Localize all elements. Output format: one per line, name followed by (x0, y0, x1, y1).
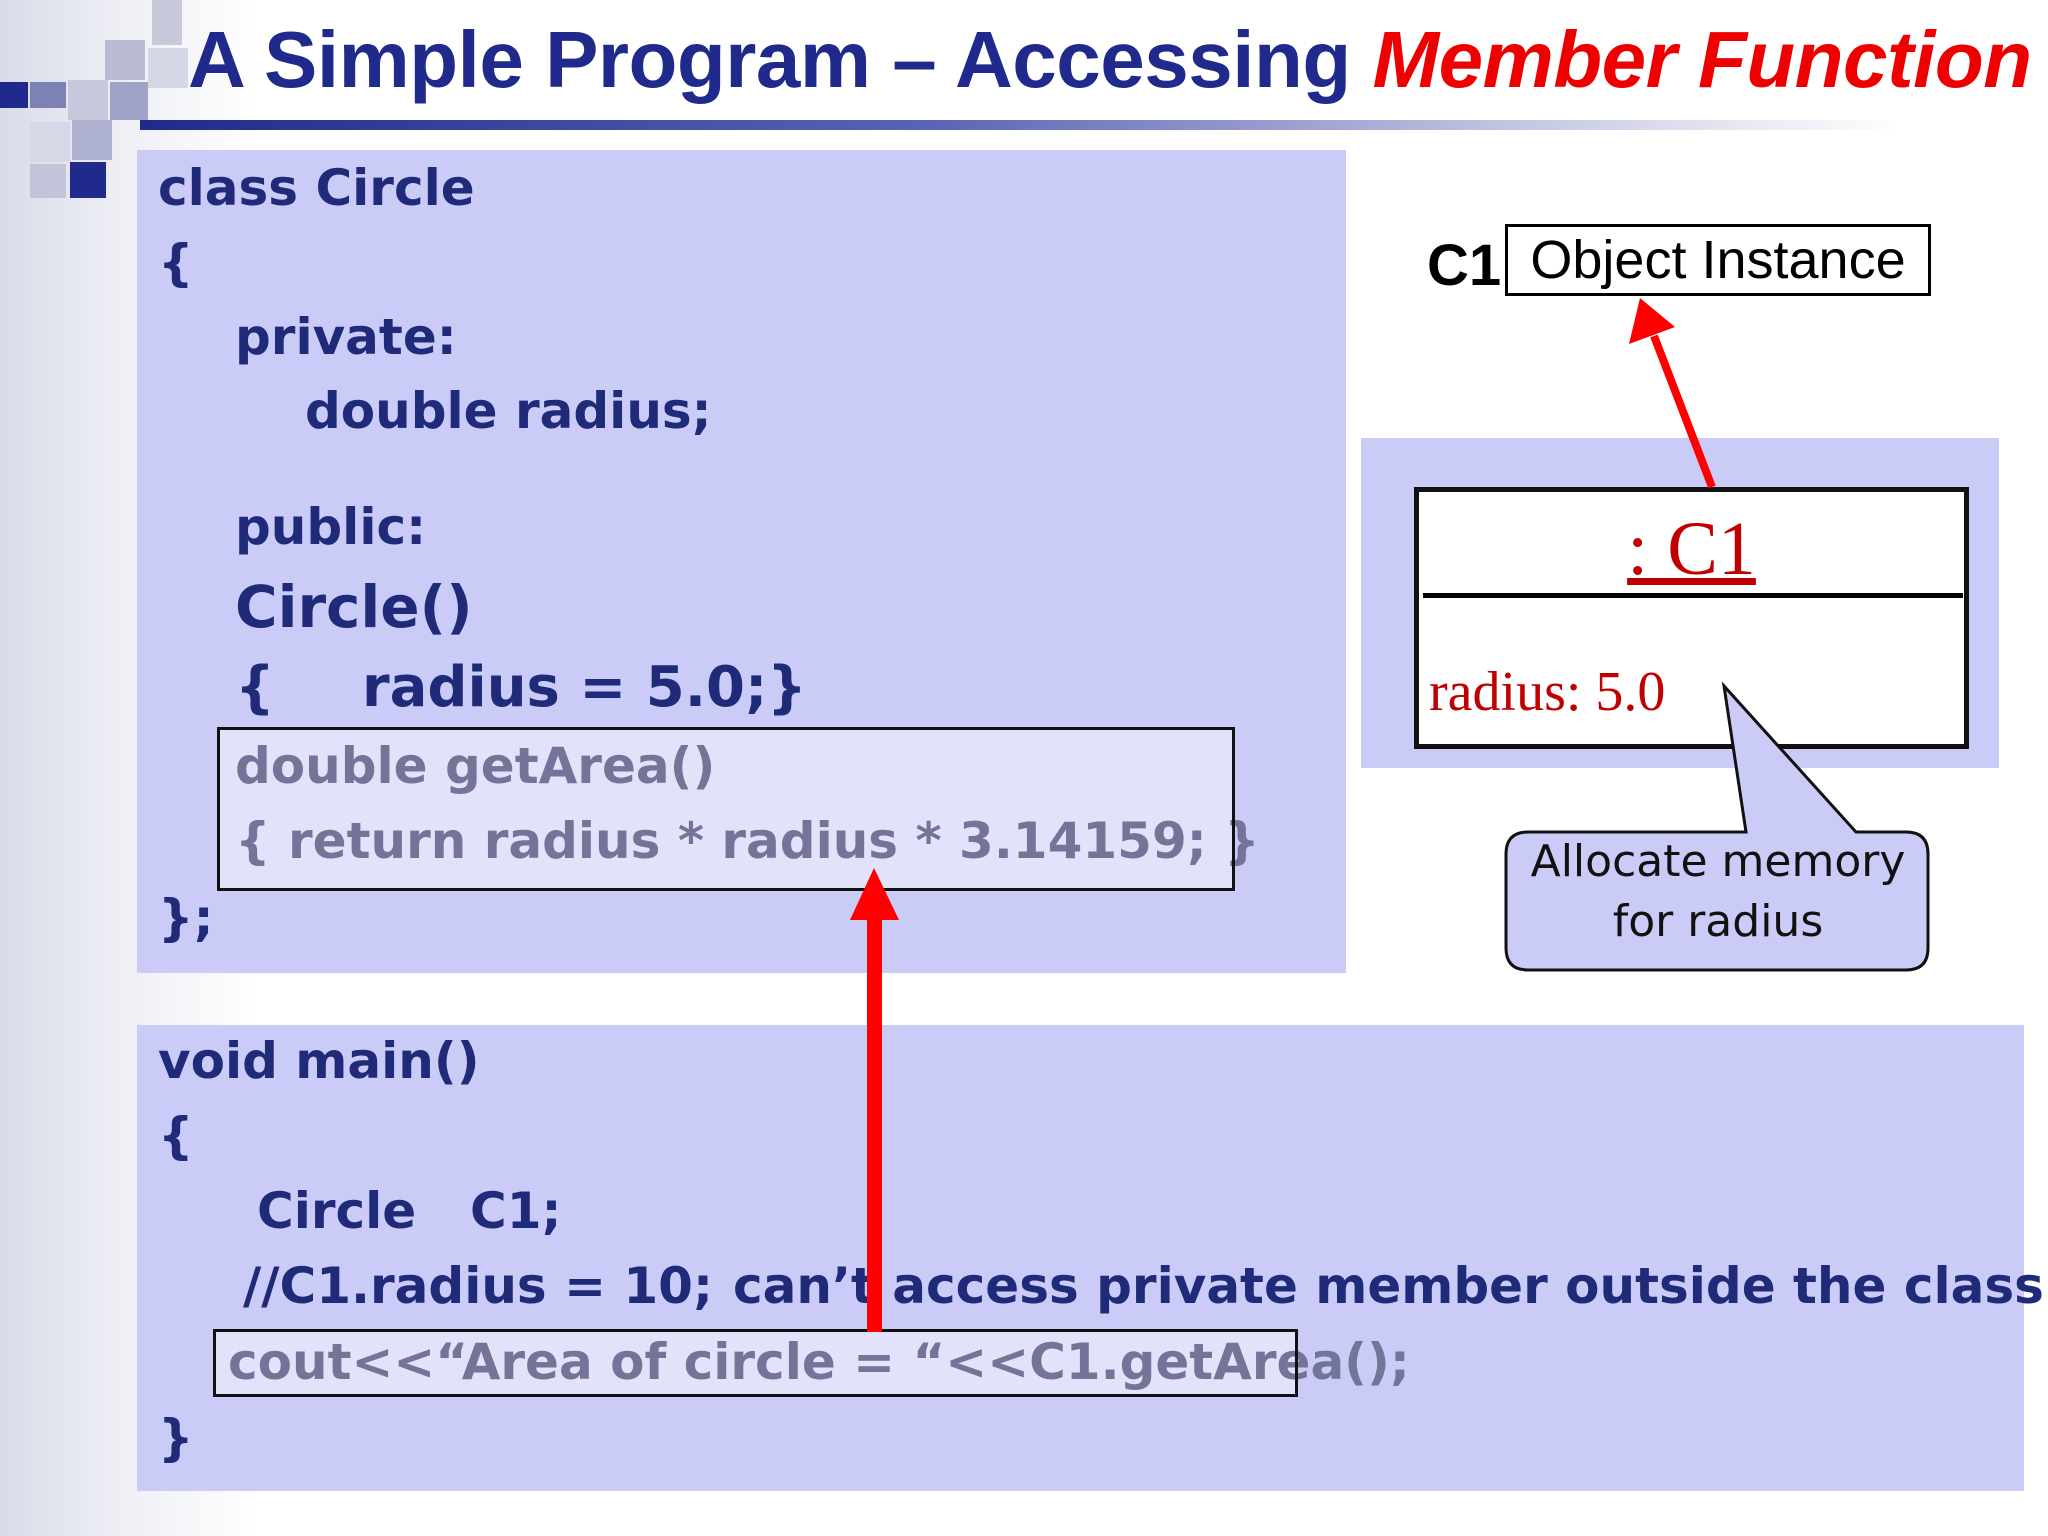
getarea-highlight (219, 729, 1233, 889)
uml-object-box: : C1 radius: 5.0 (1414, 487, 1969, 749)
slide-title: A Simple Program – Accessing Member Func… (188, 14, 2032, 106)
instance-arrow (1629, 298, 1716, 489)
object-instance-box: Object Instance (1505, 224, 1931, 296)
constructor-open-brace: { (235, 655, 275, 720)
object-declaration-type: Circle (257, 1182, 417, 1240)
private-keyword: private: (235, 308, 457, 366)
uml-radius-attribute: radius: 5.0 (1429, 661, 1666, 723)
constructor-signature: Circle() (235, 573, 473, 641)
callout-line-2: for radius (1612, 896, 1824, 947)
getarea-body: { return radius * radius * 3.14159; } (235, 812, 1260, 870)
constructor-close-brace: } (767, 655, 807, 720)
main-code-panel (137, 1025, 2024, 1491)
radius-declaration: double radius; (305, 382, 712, 440)
method-call-arrow (850, 868, 899, 1332)
cout-highlight (215, 1331, 1296, 1395)
instance-name: C1 (1427, 233, 1502, 298)
callout-text: Allocate memory for radius (1508, 832, 1928, 952)
title-emphasis: Member Function (1372, 15, 2032, 104)
main-close-brace: } (158, 1409, 194, 1467)
callout-line-1: Allocate memory (1530, 836, 1906, 887)
main-signature: void main() (158, 1032, 480, 1090)
uml-object-title: : C1 (1627, 507, 1756, 591)
class-close: }; (158, 889, 214, 947)
title-main: A Simple Program – Accessing (188, 15, 1373, 104)
object-declaration-var: C1; (470, 1182, 562, 1240)
uml-divider (1423, 593, 1963, 598)
class-open-brace: { (158, 234, 194, 292)
public-keyword: public: (235, 498, 427, 556)
cout-statement: cout<<“Area of circle = “<<C1.getArea(); (228, 1333, 1410, 1391)
class-declaration: class Circle (158, 159, 475, 217)
constructor-body: radius = 5.0; (362, 655, 768, 720)
getarea-signature: double getArea() (235, 737, 716, 795)
main-open-brace: { (158, 1107, 194, 1165)
getarea-box (217, 727, 1235, 891)
cout-box (213, 1329, 1298, 1397)
commented-radius-assignment: //C1.radius = 10; (243, 1257, 713, 1315)
private-access-note: can’t access private member outside the … (733, 1257, 2044, 1315)
title-underline (140, 120, 1900, 130)
object-instance-label: Object Instance (1530, 230, 1906, 290)
